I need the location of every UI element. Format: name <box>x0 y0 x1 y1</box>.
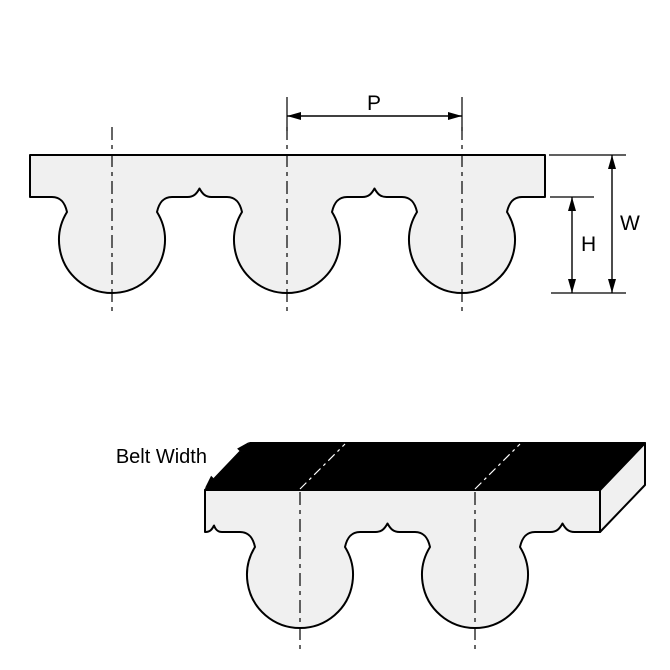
tooth-height-arrow-top <box>568 197 576 211</box>
tooth-height-label: H <box>581 233 596 256</box>
thickness-arrow-bottom <box>608 279 616 293</box>
profile-view: P W H <box>29 92 640 313</box>
pitch-label: P <box>367 92 381 115</box>
pitch-arrow-right <box>448 112 462 120</box>
belt-width-dimension-line <box>213 450 241 480</box>
belt-front-profile <box>204 489 601 629</box>
belt-profile-outline <box>29 154 546 294</box>
tooth-height-dimension: H <box>550 196 596 293</box>
belt-width-arrow-lower <box>205 475 217 488</box>
isometric-view: Belt Width <box>116 442 646 650</box>
belt-width-dimension: Belt Width <box>116 442 249 488</box>
top-face-centerline-mark <box>474 443 521 490</box>
pitch-arrow-left <box>287 112 301 120</box>
pitch-dimension: P <box>286 92 463 131</box>
belt-top-face <box>204 442 646 491</box>
tooth-height-arrow-bottom <box>568 279 576 293</box>
thickness-dimension: W <box>549 154 640 294</box>
belt-width-arrow-upper <box>237 442 249 455</box>
belt-width-label: Belt Width <box>116 446 207 468</box>
thickness-arrow-top <box>608 155 616 169</box>
thickness-label: W <box>620 212 640 235</box>
top-face-centerline-mark <box>299 443 346 490</box>
